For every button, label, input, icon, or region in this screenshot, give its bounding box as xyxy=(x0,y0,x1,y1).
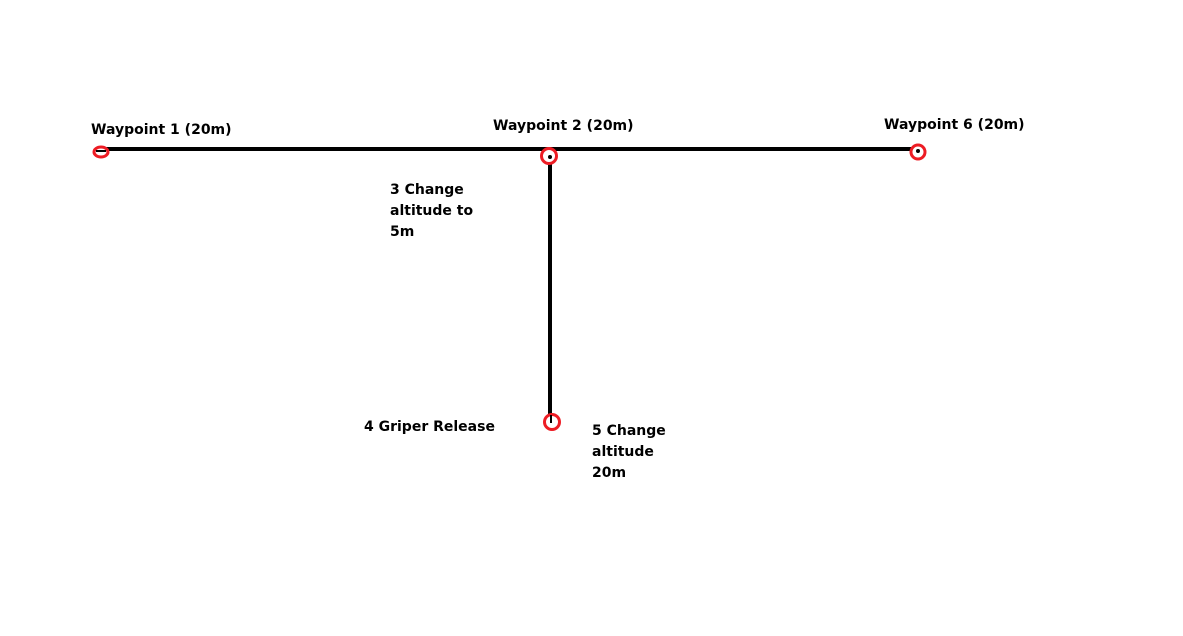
step-3-line-1: 3 Change xyxy=(390,182,464,198)
waypoint-1-label: Waypoint 1 (20m) xyxy=(91,122,232,138)
step-4-5-marker xyxy=(543,413,561,431)
waypoint-2-marker xyxy=(540,147,558,165)
step-5-label: 5 Change altitude 20m xyxy=(592,421,666,484)
step-3-line-3: 5m xyxy=(390,224,415,240)
step-5-line-2: altitude xyxy=(592,444,654,460)
waypoint-2-label: Waypoint 2 (20m) xyxy=(493,118,634,134)
step-5-line-1: 5 Change xyxy=(592,423,666,439)
waypoint-6-marker xyxy=(909,143,927,161)
waypoint-1-marker xyxy=(92,145,110,159)
waypoint-6-label: Waypoint 6 (20m) xyxy=(884,117,1025,133)
step-3-label: 3 Change altitude to 5m xyxy=(390,180,473,243)
step-5-line-3: 20m xyxy=(592,465,627,481)
step-4-label: 4 Griper Release xyxy=(364,419,495,435)
step-3-line-2: altitude to xyxy=(390,203,474,219)
